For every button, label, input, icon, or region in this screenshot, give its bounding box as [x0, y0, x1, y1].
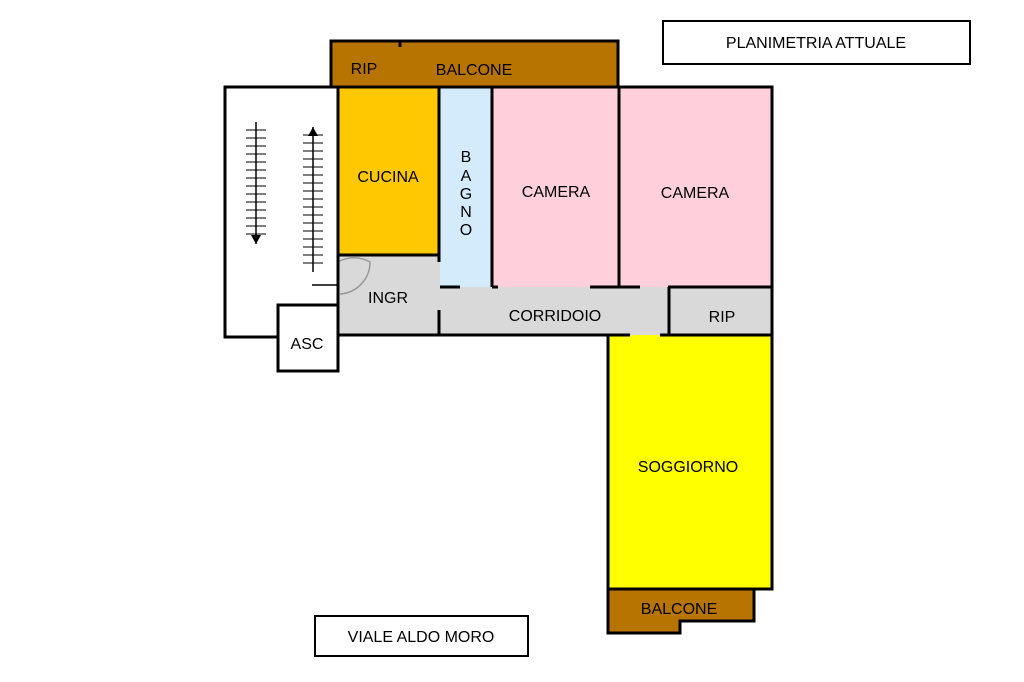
- bottom-balcony: BALCONE: [606, 587, 756, 635]
- top-balcony: RIP BALCONE: [329, 39, 620, 89]
- bagno-letter: O: [460, 222, 472, 239]
- street-label: VIALE ALDO MORO: [348, 629, 495, 646]
- living-room: SOGGIORNO: [608, 335, 772, 589]
- bagno-letter: B: [461, 149, 472, 166]
- camera-2-label: CAMERA: [661, 185, 730, 202]
- bagno-letter: G: [460, 186, 472, 203]
- street-box-frame: [314, 615, 529, 657]
- ingr-area: [338, 255, 440, 335]
- door-swing-icon: [337, 256, 371, 295]
- kitchen: CUCINA: [338, 87, 439, 255]
- ingr-label: INGR: [368, 290, 408, 307]
- corridoio-area: [438, 287, 772, 335]
- camera-1-area: [492, 87, 619, 287]
- camera-1-label: CAMERA: [522, 184, 591, 201]
- corridoio-label: CORRIDOIO: [509, 308, 601, 325]
- cucina-area: [338, 87, 439, 255]
- plan-title: PLANIMETRIA ATTUALE: [726, 35, 906, 52]
- arrow-down-icon: [251, 235, 261, 244]
- soggiorno-label: SOGGIORNO: [638, 459, 738, 476]
- balcone-top-label: BALCONE: [436, 62, 512, 79]
- asc-label: ASC: [291, 336, 324, 353]
- balcone-bottom-label: BALCONE: [641, 601, 717, 618]
- corridor-zone: INGR CORRIDOIO RIP: [337, 255, 772, 335]
- cucina-label: CUCINA: [357, 169, 419, 186]
- street-box: VIALE ALDO MORO: [314, 615, 529, 657]
- bagno-letter: A: [461, 168, 472, 185]
- title-box-frame: [662, 20, 971, 65]
- bagno-area: [440, 87, 492, 287]
- arrow-up-icon: [308, 127, 318, 136]
- stairwell-outline: [223, 85, 340, 339]
- rip-mid-label: RIP: [709, 309, 736, 326]
- stairs-up-arrow: [303, 127, 323, 272]
- bedroom-1: CAMERA: [492, 87, 619, 287]
- outer-wall: [338, 85, 774, 591]
- soggiorno-area: [608, 335, 772, 589]
- rip-top-label: RIP: [351, 61, 378, 78]
- stairs-down-arrow: [246, 122, 266, 244]
- bathroom: B A G N O: [440, 87, 492, 287]
- elevator: ASC: [276, 303, 340, 373]
- title-box: PLANIMETRIA ATTUALE: [662, 20, 971, 65]
- bedroom-2: CAMERA: [619, 87, 772, 287]
- stairwell: [223, 85, 352, 339]
- bagno-letter: N: [460, 204, 472, 221]
- walls: [336, 85, 774, 591]
- elevator-box: [276, 303, 340, 373]
- camera-2-area: [619, 87, 772, 287]
